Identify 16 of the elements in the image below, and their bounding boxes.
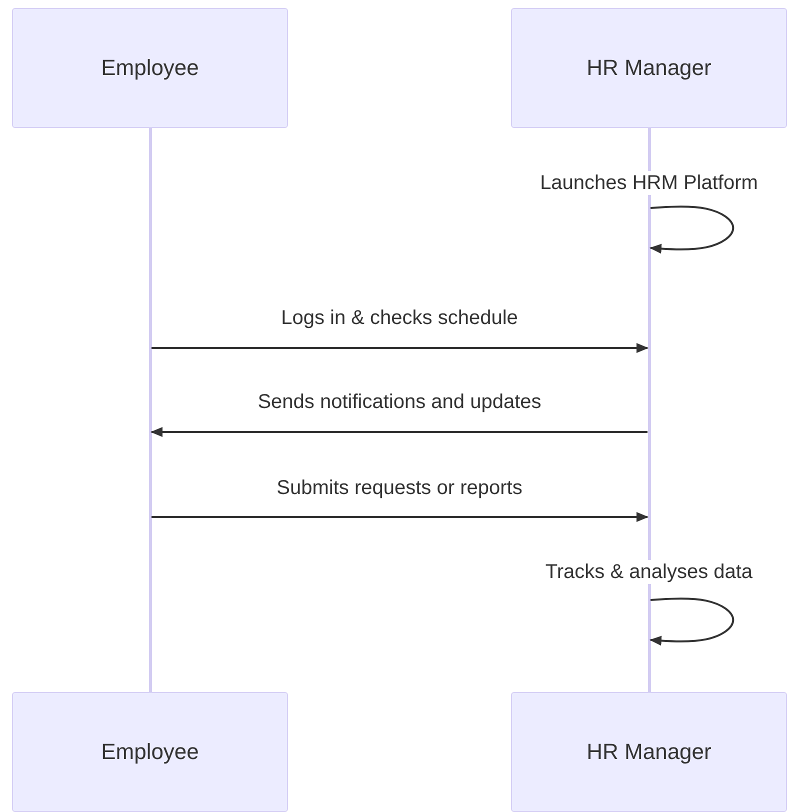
- actor-box: [511, 692, 787, 812]
- actor-name: Employee: [101, 739, 199, 765]
- message-arrow: [152, 343, 648, 353]
- actor-name: Employee: [101, 55, 199, 81]
- self-message-arrow: [650, 598, 734, 646]
- message-label: Tracks & analyses data: [545, 560, 753, 584]
- message-arrow: [150, 427, 648, 437]
- actor-name: HR Manager: [586, 739, 712, 765]
- actor-box: [511, 8, 787, 128]
- actor-box: [12, 8, 288, 128]
- message-label: Launches HRM Platform: [540, 171, 758, 195]
- message-arrow: [152, 512, 648, 522]
- self-message-arrow: [650, 206, 734, 254]
- actor-box: [12, 692, 288, 812]
- lifeline: [148, 128, 152, 692]
- actor-name: HR Manager: [586, 55, 712, 81]
